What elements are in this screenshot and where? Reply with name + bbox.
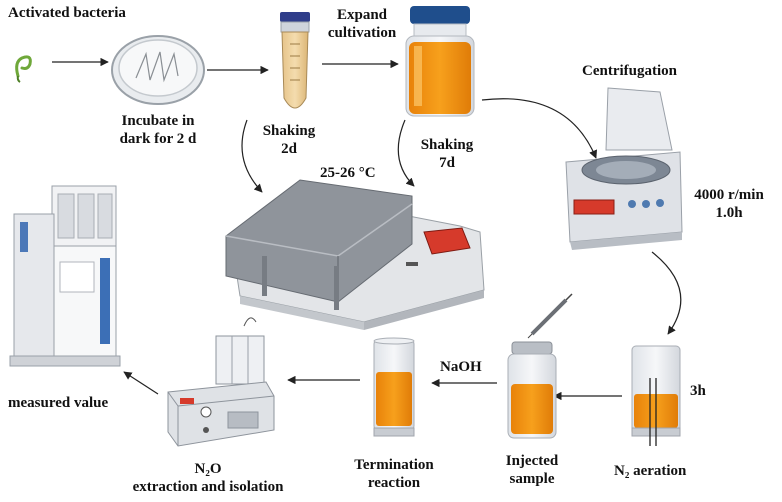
- shaker-incubator-icon: [225, 179, 485, 330]
- label-shaking-7d: Shaking 7d: [412, 136, 482, 172]
- label-naoh: NaOH: [440, 359, 482, 375]
- label-termination-line1: Termination: [354, 457, 434, 473]
- arrow-bottle-to-centrifuge: [481, 98, 598, 159]
- label-shaking-2d-line1: Shaking: [262, 123, 316, 139]
- arrow-centrifuge-to-aeration: [651, 251, 682, 335]
- label-incubate-line2: dark for 2 d: [119, 131, 197, 147]
- gas-chromatograph-icon: [9, 185, 121, 367]
- termination-beaker-icon: [373, 337, 415, 437]
- label-n2-aeration: N₂ aeration: [614, 463, 687, 479]
- arrow-bottle-to-shaker: [397, 119, 415, 187]
- label-n2o-line2: extraction and isolation: [132, 479, 284, 495]
- label-injected-line2: sample: [509, 471, 555, 487]
- label-n2o-line1: N₂O: [194, 461, 222, 477]
- label-incubate: Incubate in dark for 2 d: [98, 112, 218, 148]
- arrow-extraction-to-instrument: [123, 371, 159, 395]
- label-shaking-7d-line2: 7d: [439, 155, 455, 171]
- centrifuge-tube-icon: [280, 12, 310, 109]
- label-expand-line2: cultivation: [327, 25, 397, 41]
- arrow-tube-to-shaker: [241, 119, 263, 193]
- aeration-vessel-icon: [631, 345, 681, 446]
- label-incubate-line1: Incubate in: [121, 113, 195, 129]
- centrifuge-icon: [565, 87, 683, 250]
- label-centrifuge-settings: 4000 r/min 1.0h: [684, 186, 774, 222]
- label-termination-reaction: Termination reaction: [342, 456, 446, 492]
- petri-dish-icon: [111, 35, 205, 105]
- label-injected-line1: Injected: [505, 453, 559, 469]
- label-aeration-time: 3h: [690, 383, 706, 399]
- flow-arrows: [52, 57, 682, 401]
- label-measured-value: measured value: [8, 395, 109, 411]
- label-shaking-7d-line1: Shaking: [420, 137, 474, 153]
- label-temperature: 25-26 °C: [320, 165, 376, 181]
- label-shaking-2d-line2: 2d: [281, 141, 297, 157]
- label-activated-bacteria: Activated bacteria: [8, 5, 126, 21]
- label-shaking-2d: Shaking 2d: [254, 122, 324, 158]
- label-centrifugation: Centrifugation: [582, 63, 677, 79]
- label-n2o-extraction: N₂O extraction and isolation: [106, 460, 310, 496]
- extraction-apparatus-icon: [167, 317, 275, 447]
- label-injected-sample: Injected sample: [492, 452, 572, 488]
- injected-vial-icon: [507, 341, 557, 439]
- bacteria-icon: [15, 55, 32, 83]
- culture-bottle-icon: [405, 6, 475, 117]
- label-termination-line2: reaction: [367, 475, 421, 491]
- label-duration: 1.0h: [715, 205, 743, 221]
- label-speed: 4000 r/min: [694, 187, 764, 203]
- syringe-icon: [527, 293, 573, 339]
- label-expand-cultivation: Expand cultivation: [314, 6, 410, 42]
- label-expand-line1: Expand: [336, 7, 388, 23]
